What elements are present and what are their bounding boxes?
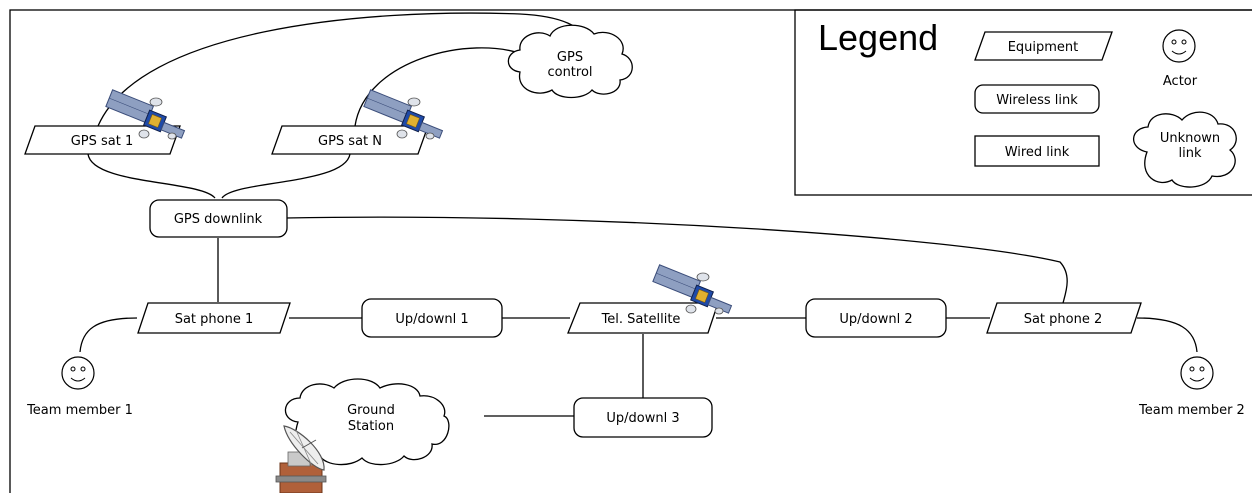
svg-text:GPS sat 1: GPS sat 1 bbox=[71, 134, 134, 149]
node-updownl-2: Up/downl 2 bbox=[805, 298, 947, 338]
smiley-actor-icon bbox=[1162, 29, 1196, 63]
ground-station-cloud: Ground Station bbox=[284, 378, 450, 466]
legend-unknown-link: Unknown link bbox=[1132, 111, 1237, 188]
svg-text:link: link bbox=[1179, 146, 1202, 161]
svg-text:Wired link: Wired link bbox=[1005, 145, 1070, 160]
node-gps-sat-n: GPS sat N bbox=[271, 125, 429, 155]
actor-team-member-1: Team member 1 bbox=[26, 356, 133, 418]
node-updownl-3: Up/downl 3 bbox=[573, 397, 713, 438]
svg-text:Sat phone 1: Sat phone 1 bbox=[175, 312, 254, 327]
legend-panel: Legend Equipment Wireless link Wired lin… bbox=[794, 9, 1252, 196]
svg-text:Up/downl 1: Up/downl 1 bbox=[395, 312, 468, 327]
legend-title: Legend bbox=[818, 17, 938, 58]
canvas-frame bbox=[9, 9, 1252, 493]
connections bbox=[79, 12, 1198, 417]
svg-text:GPS downlink: GPS downlink bbox=[174, 212, 263, 227]
svg-text:Wireless link: Wireless link bbox=[996, 93, 1078, 108]
smiley-actor-icon bbox=[1180, 356, 1214, 390]
legend-equipment: Equipment bbox=[974, 31, 1113, 61]
legend-wireless-link: Wireless link bbox=[974, 84, 1100, 114]
legend-wired-link: Wired link bbox=[974, 135, 1100, 167]
svg-text:Actor: Actor bbox=[1163, 74, 1198, 89]
svg-text:Ground: Ground bbox=[347, 403, 395, 418]
svg-text:Station: Station bbox=[348, 419, 394, 434]
svg-text:GPS: GPS bbox=[557, 50, 583, 65]
node-updownl-1: Up/downl 1 bbox=[361, 298, 503, 338]
svg-text:Sat phone 2: Sat phone 2 bbox=[1024, 312, 1103, 327]
actor-team-member-2: Team member 2 bbox=[1138, 356, 1245, 418]
svg-text:Team member 1: Team member 1 bbox=[26, 403, 133, 418]
svg-text:Team member 2: Team member 2 bbox=[1138, 403, 1245, 418]
svg-text:Up/downl 3: Up/downl 3 bbox=[606, 411, 679, 426]
svg-text:control: control bbox=[547, 65, 592, 80]
node-gps-downlink: GPS downlink bbox=[149, 199, 288, 238]
svg-text:GPS sat N: GPS sat N bbox=[318, 134, 382, 149]
node-sat-phone-2: Sat phone 2 bbox=[986, 302, 1142, 334]
svg-text:Tel. Satellite: Tel. Satellite bbox=[601, 312, 681, 327]
smiley-actor-icon bbox=[61, 356, 95, 390]
satellite-dish-icon bbox=[275, 425, 327, 493]
svg-text:Equipment: Equipment bbox=[1008, 40, 1079, 55]
svg-text:Up/downl 2: Up/downl 2 bbox=[839, 312, 912, 327]
node-sat-phone-1: Sat phone 1 bbox=[137, 302, 291, 334]
legend-actor: Actor bbox=[1162, 29, 1198, 89]
gps-control-cloud: GPS control bbox=[507, 24, 633, 99]
node-tel-satellite: Tel. Satellite bbox=[567, 302, 719, 334]
svg-text:Unknown: Unknown bbox=[1160, 131, 1220, 146]
